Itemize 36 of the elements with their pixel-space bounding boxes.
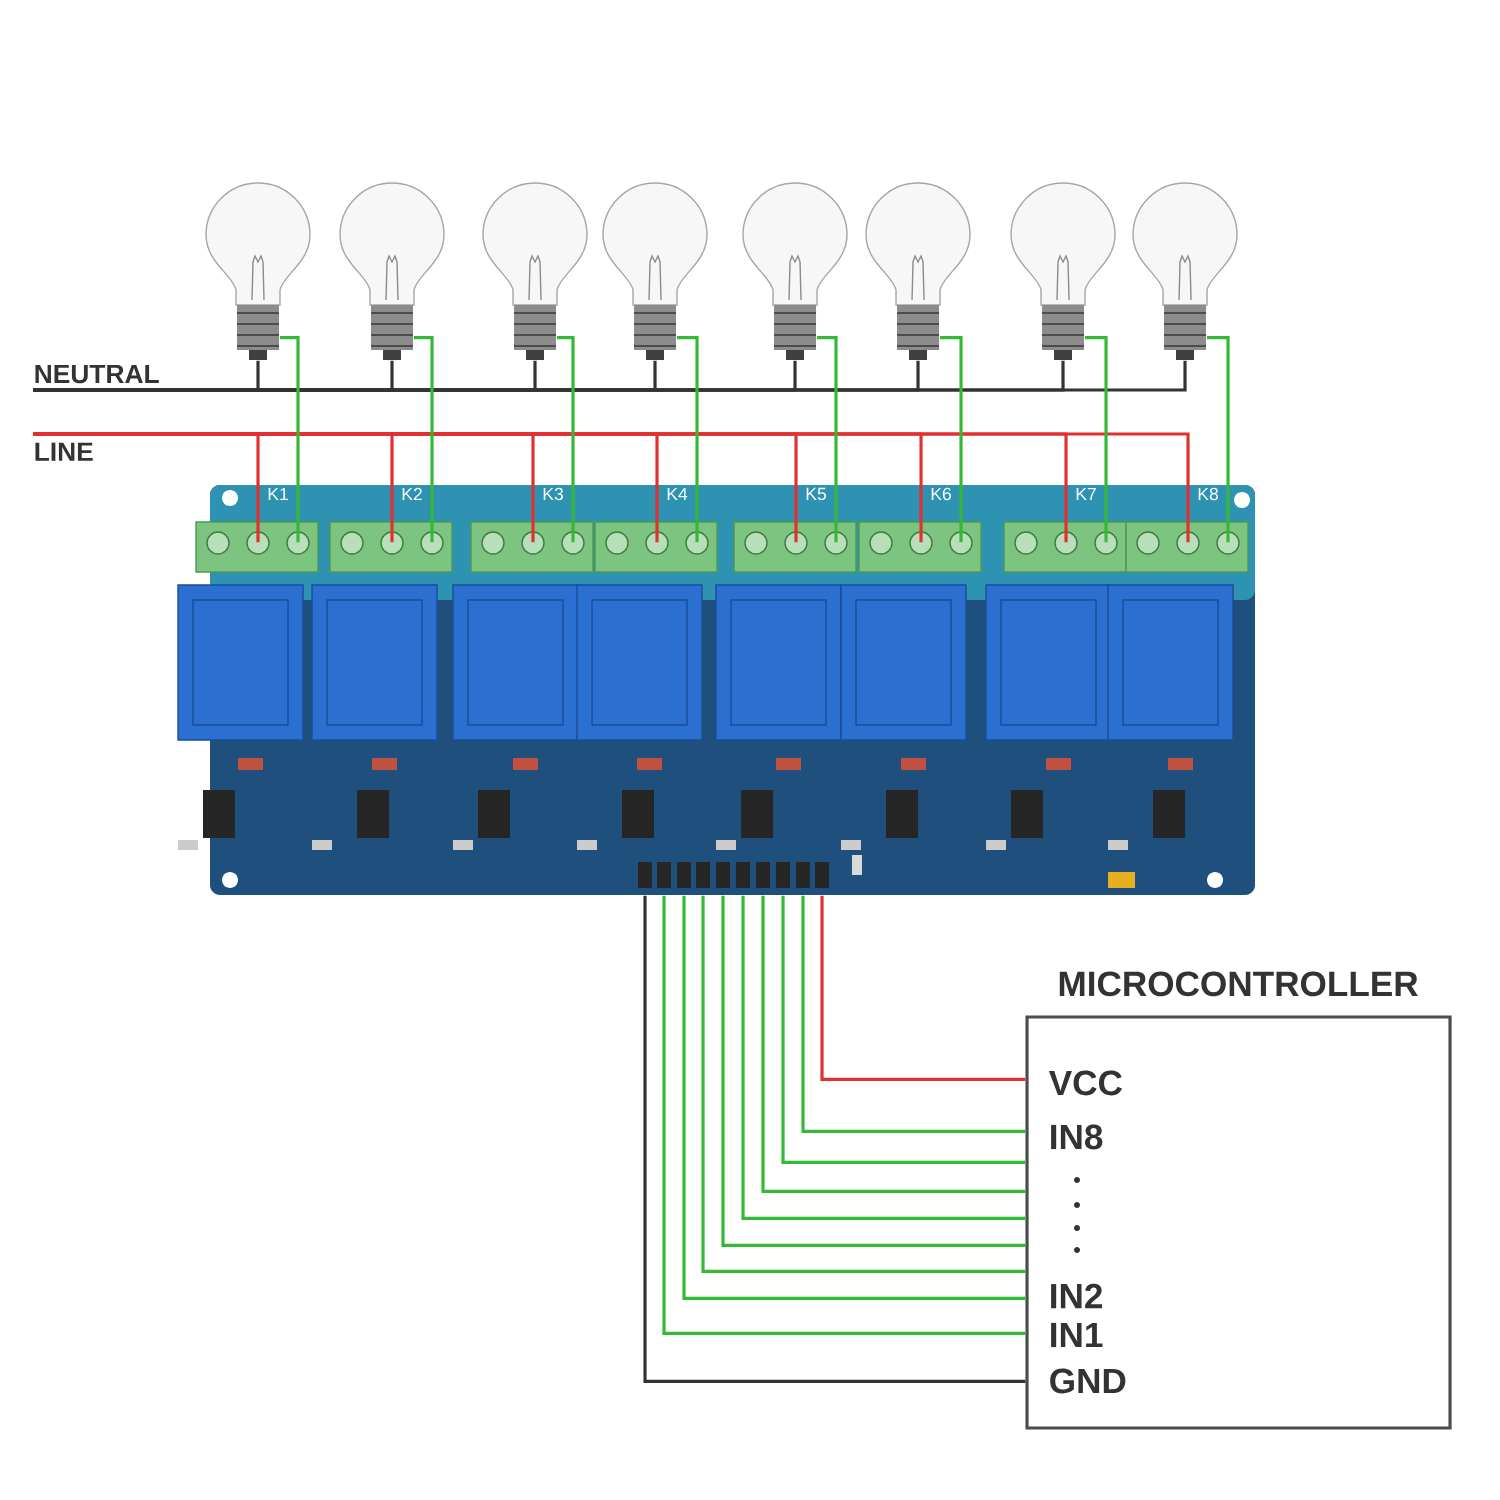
light-bulb-drawing [339,182,445,360]
wire [414,336,434,543]
box-title: MICROCONTROLLER [1059,971,1418,997]
wire [557,336,575,543]
pin-label: IN8 [1051,1124,1103,1150]
light-bulb-drawing [1132,182,1238,360]
light-bulb-drawing [205,182,311,360]
wire [677,336,699,543]
wire [801,895,1026,1133]
wire [781,895,1026,1164]
relay-label: K5 [806,487,827,501]
relay-label: K6 [931,487,951,501]
relay-label: K2 [402,487,422,501]
relay-label: K8 [1198,487,1219,501]
wire [1207,336,1230,543]
wire [280,336,300,543]
pin-label: GND [1050,1368,1126,1394]
wire [817,336,838,543]
relay-label: K1 [268,487,288,500]
pin-label: IN2 [1051,1283,1102,1309]
bus-label: NEUTRAL [35,364,159,384]
wire [1085,336,1108,543]
light-bulb-drawing [482,182,588,360]
relay-label: K3 [543,487,563,501]
light-bulb-drawing [1010,182,1116,360]
wire [820,895,1026,1081]
wire [940,336,963,543]
pin-label: VCC [1048,1070,1122,1096]
pin-label: IN1 [1051,1322,1103,1348]
relay-label: K7 [1076,487,1096,500]
relay-label: K4 [667,487,688,500]
light-bulb-drawing [865,182,971,360]
light-bulb-drawing [602,182,708,360]
light-bulb-drawing [742,182,848,360]
bus-label: LINE [35,442,93,461]
relay-board-drawing [177,485,1256,895]
